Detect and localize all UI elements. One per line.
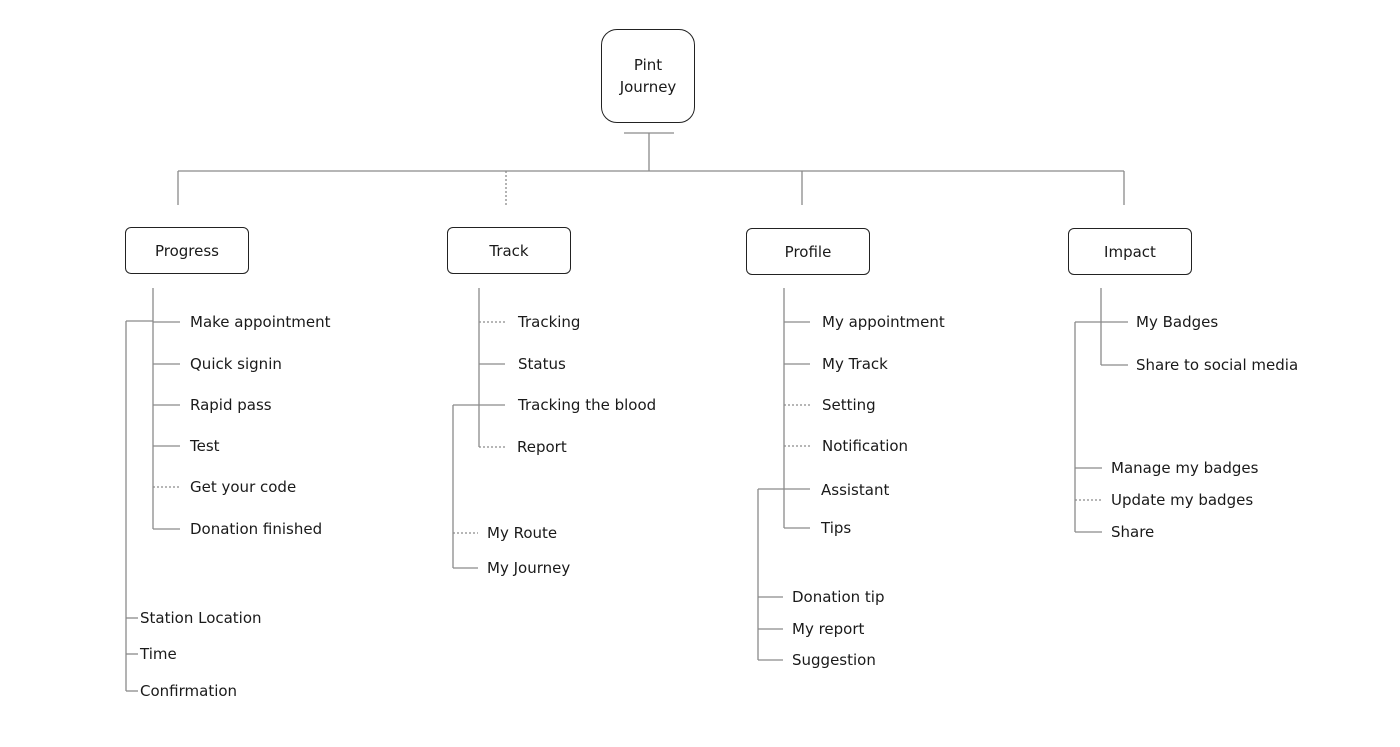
category-label: Progress: [154, 241, 219, 260]
progress-item: Quick signin: [190, 355, 282, 373]
progress-item: Donation finished: [190, 520, 323, 538]
root-label-line1: Pint: [633, 56, 663, 74]
track-sub-item: My Journey: [487, 559, 571, 577]
category-label: Impact: [1104, 242, 1156, 261]
category-profile: Profile: [746, 228, 870, 275]
progress-sub-item: Time: [140, 645, 177, 663]
impact-item: My Badges: [1136, 313, 1219, 331]
track-item: Tracking the blood: [518, 396, 657, 414]
profile-item: Tips: [821, 519, 852, 537]
track-item: Status: [518, 355, 566, 373]
category-impact: Impact: [1068, 228, 1192, 275]
progress-item: Test: [190, 437, 220, 455]
profile-item: Setting: [822, 396, 876, 414]
impact-sub-item: Manage my badges: [1111, 459, 1259, 477]
progress-item: Rapid pass: [190, 396, 272, 414]
category-label: Profile: [784, 242, 832, 261]
impact-sub-item: Share: [1111, 523, 1155, 541]
profile-sub-item: Suggestion: [792, 651, 876, 669]
track-item: Tracking: [518, 313, 581, 331]
profile-sub-item: My report: [792, 620, 865, 638]
progress-sub-item: Station Location: [140, 609, 262, 627]
category-track: Track: [447, 227, 571, 274]
root-label-line2: Journey: [619, 78, 677, 96]
progress-item: Make appointment: [190, 313, 331, 331]
profile-item: Assistant: [821, 481, 890, 499]
impact-sub-item: Update my badges: [1111, 491, 1254, 509]
category-progress: Progress: [125, 227, 249, 274]
track-item: Report: [517, 438, 567, 456]
progress-sub-item: Confirmation: [140, 682, 238, 700]
profile-item: My Track: [822, 355, 888, 373]
progress-item: Get your code: [190, 478, 297, 496]
track-sub-item: My Route: [487, 524, 558, 542]
profile-item: Notification: [822, 437, 909, 455]
profile-item: My appointment: [822, 313, 945, 331]
profile-sub-item: Donation tip: [792, 588, 885, 606]
category-label: Track: [489, 241, 529, 260]
impact-item: Share to social media: [1136, 356, 1299, 374]
root-node: Pint Journey: [601, 29, 695, 123]
